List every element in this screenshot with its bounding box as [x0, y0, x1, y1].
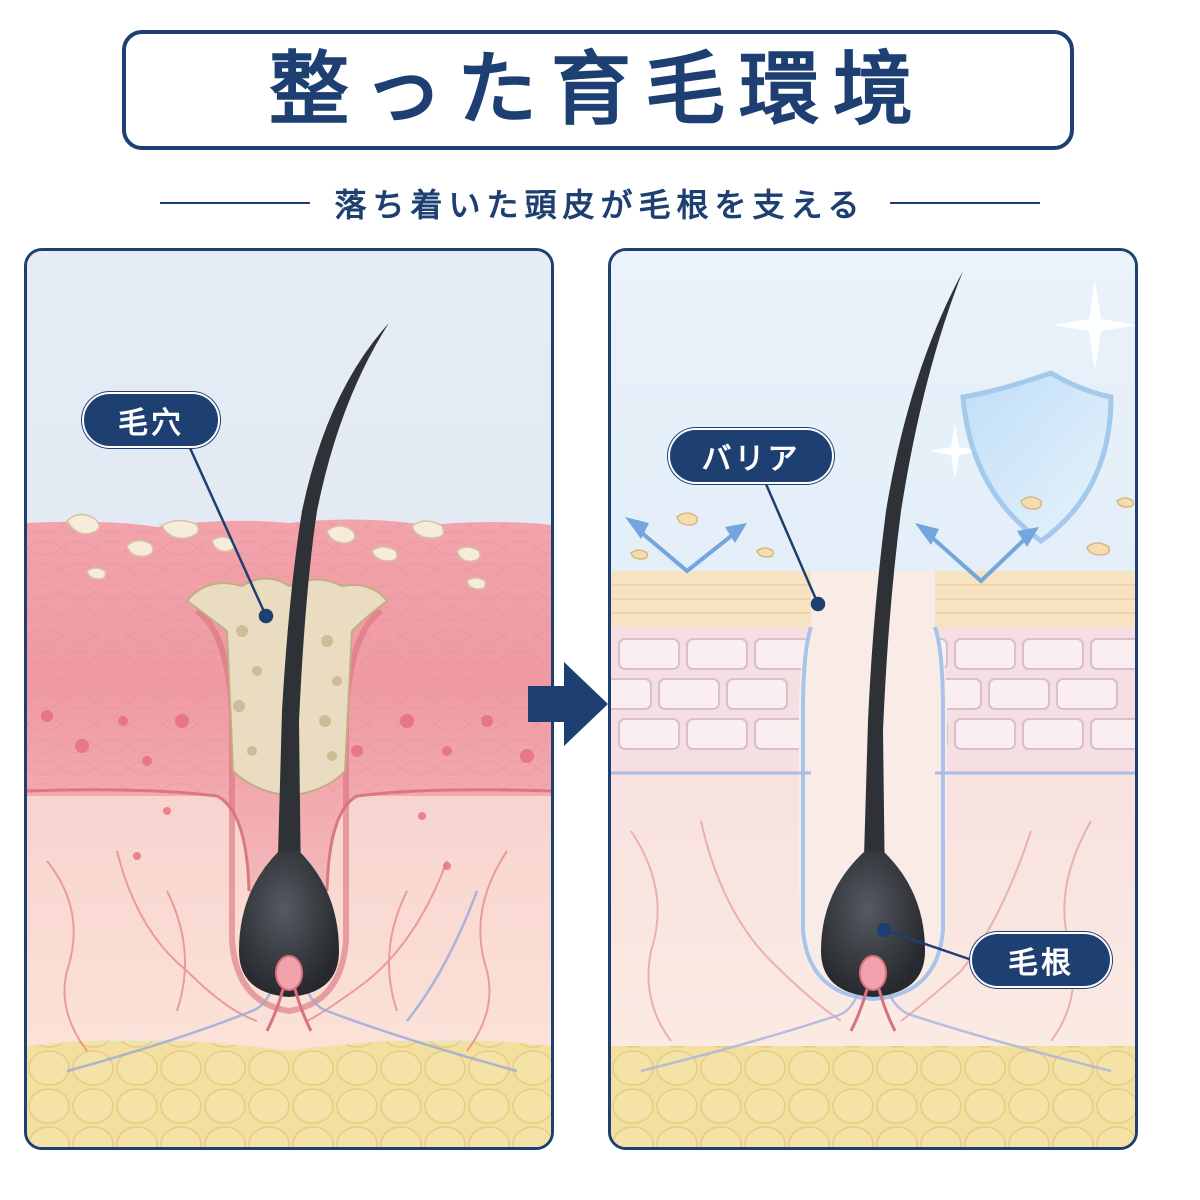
transition-arrow-icon: [528, 662, 608, 746]
label-barrier: バリア: [668, 428, 834, 484]
irritated-scalp-illustration: [27, 251, 551, 1147]
subtitle-row: 落ち着いた頭皮が毛根を支える: [160, 178, 1041, 228]
panel-before: [24, 248, 554, 1150]
page-title: 整った育毛環境: [269, 43, 927, 136]
label-pore: 毛穴: [82, 392, 220, 448]
subtitle-rule-left: [160, 202, 311, 204]
panel-after: [608, 248, 1138, 1150]
label-hair-root: 毛根: [970, 932, 1112, 988]
subtitle-rule-right: [889, 202, 1041, 204]
healthy-scalp-illustration: [611, 251, 1135, 1147]
page-subtitle: 落ち着いた頭皮が毛根を支える: [334, 186, 866, 224]
title-box: 整った育毛環境: [122, 30, 1074, 150]
